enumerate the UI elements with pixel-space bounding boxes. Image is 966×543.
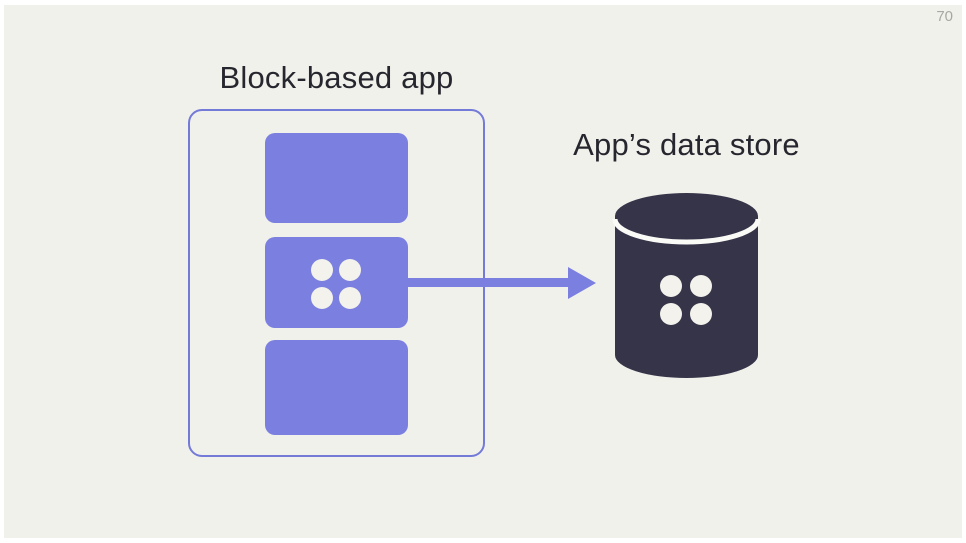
app-block-middle bbox=[265, 237, 408, 328]
four-dots-icon bbox=[311, 259, 333, 281]
app-block-top bbox=[265, 133, 408, 223]
database-silhouette bbox=[615, 193, 758, 379]
four-dots-icon bbox=[339, 259, 361, 281]
four-dots-icon bbox=[311, 287, 333, 309]
database-lid-line bbox=[612, 218, 761, 245]
four-dots-icon bbox=[660, 275, 712, 325]
database-cylinder-icon bbox=[612, 193, 761, 379]
app-title: Block-based app bbox=[219, 60, 454, 95]
page-number: 70 bbox=[936, 8, 953, 25]
datastore-title: App’s data store bbox=[573, 127, 800, 162]
four-dots-icon bbox=[339, 287, 361, 309]
data-flow-arrow-head bbox=[568, 267, 596, 299]
app-block-bottom bbox=[265, 340, 408, 435]
data-flow-arrow bbox=[408, 278, 570, 287]
